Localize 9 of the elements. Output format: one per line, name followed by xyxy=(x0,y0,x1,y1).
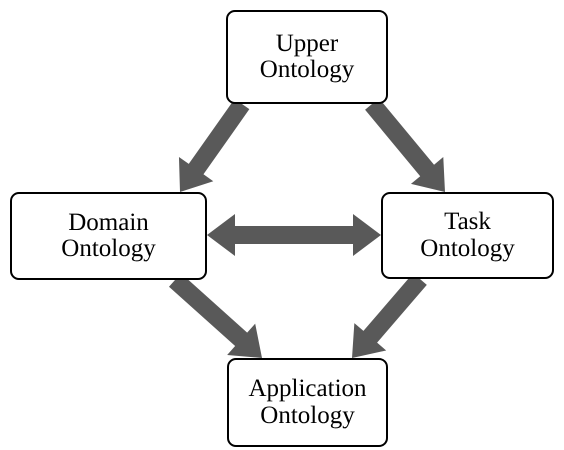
ontology-box xyxy=(226,10,388,104)
ontology-box xyxy=(227,358,388,447)
node-label: Upper Ontology xyxy=(258,30,356,84)
node-label: Domain Ontology xyxy=(60,210,157,262)
ontology-box xyxy=(10,192,207,280)
node-label: Task Ontology xyxy=(419,209,516,262)
node-label: Application Ontology xyxy=(247,376,368,429)
block-arrow xyxy=(207,214,381,256)
ontology-box xyxy=(381,192,554,279)
